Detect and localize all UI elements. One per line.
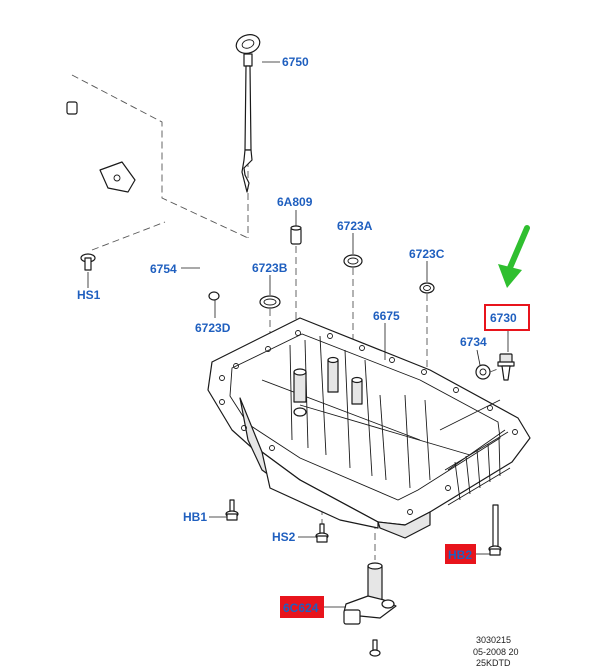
label-hs2: HS2 bbox=[272, 530, 296, 544]
reference-code-line1: 3030215 bbox=[476, 635, 511, 645]
oil-dipstick bbox=[235, 34, 261, 193]
leader-lines bbox=[87, 61, 509, 608]
label-6750: 6750 bbox=[282, 55, 309, 69]
seal-6723b bbox=[259, 295, 281, 309]
label-hb1: HB1 bbox=[183, 510, 207, 524]
flange-bolt-holes bbox=[219, 330, 518, 515]
label-6a809: 6A809 bbox=[277, 195, 313, 209]
seal-6723c bbox=[419, 282, 435, 294]
bolt-hb1 bbox=[225, 499, 239, 521]
oil-pan bbox=[207, 317, 531, 539]
part-6c624-highlight-box bbox=[280, 596, 324, 618]
label-6723d: 6723D bbox=[195, 321, 231, 335]
dipstick-tube bbox=[66, 101, 220, 301]
washer-6734 bbox=[475, 364, 491, 380]
part-6730-highlight-box bbox=[484, 304, 530, 331]
label-6c624: 6C624 bbox=[283, 601, 319, 615]
part-hb2-highlight-box bbox=[445, 544, 476, 564]
dipstick-guide-outline bbox=[71, 72, 249, 251]
label-6723a: 6723A bbox=[337, 219, 373, 233]
label-6675: 6675 bbox=[373, 309, 400, 323]
plug-6a809 bbox=[290, 225, 302, 245]
oil-level-sensor bbox=[343, 562, 397, 657]
label-6723b: 6723B bbox=[252, 261, 288, 275]
bolt-hb2 bbox=[488, 504, 502, 556]
label-hs1: HS1 bbox=[77, 288, 101, 302]
label-hb2: HB2 bbox=[448, 548, 472, 562]
screw-hs1 bbox=[80, 253, 96, 271]
green-arrow-icon bbox=[498, 225, 530, 288]
screw-hs2 bbox=[315, 523, 329, 543]
label-6730: 6730 bbox=[490, 311, 517, 325]
reference-code-line3: 25KDTD bbox=[476, 658, 511, 668]
seal-6723a bbox=[343, 254, 363, 268]
reference-code-line2: 05-2008 20 bbox=[473, 647, 519, 657]
drain-plug-6730 bbox=[497, 353, 515, 381]
label-6754: 6754 bbox=[150, 262, 177, 276]
label-6734: 6734 bbox=[460, 335, 487, 349]
label-6723c: 6723C bbox=[409, 247, 445, 261]
